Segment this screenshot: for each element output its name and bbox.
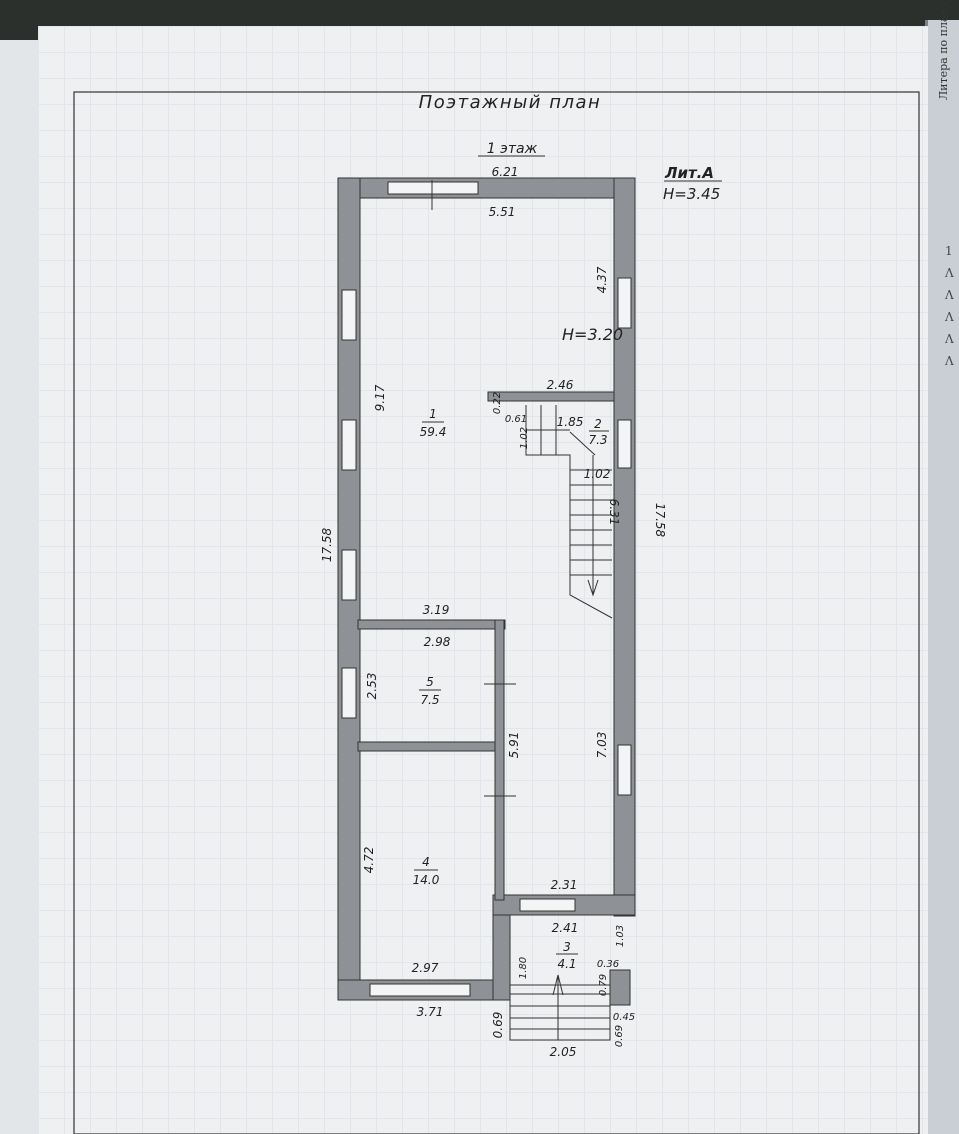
dimensions: 6.21 5.51 4.37 9.17 17.58 17.58 2.46 0.2… — [320, 165, 667, 1059]
dim-label: 0.79 — [598, 974, 609, 996]
room-area: 14.0 — [413, 873, 440, 887]
litera-height: H=3.45 — [663, 185, 720, 203]
dim-label: 2.53 — [365, 673, 379, 700]
dim-label: 17.58 — [320, 527, 334, 562]
room-number: 3 — [563, 940, 571, 954]
doors — [431, 180, 516, 797]
walls — [337, 177, 636, 1006]
room-height: H=3.20 — [562, 325, 623, 344]
room-area: 4.1 — [557, 957, 576, 971]
dim-label: 1.02 — [519, 427, 530, 449]
dim-label: 2.98 — [424, 635, 451, 649]
room-labels: H=3.20 1 59.4 2 7.3 3 4.1 4 14.0 5 7.5 — [413, 325, 623, 971]
dim-label: 7.03 — [595, 732, 609, 759]
dim-label: 2.97 — [412, 961, 439, 975]
dim-label: 1.03 — [615, 925, 626, 947]
plan-sheet — [38, 26, 928, 1134]
dim-label: 0.45 — [613, 1012, 635, 1023]
staircase-interior — [525, 405, 613, 619]
dim-label: 5.91 — [507, 732, 521, 759]
dim-label: 3.71 — [417, 1005, 444, 1019]
side-mark: Λ — [945, 288, 954, 302]
room-area: 7.3 — [588, 433, 607, 447]
dim-label: 2.31 — [551, 878, 578, 892]
staircase-entrance — [509, 974, 611, 1041]
room-number: 2 — [594, 417, 602, 431]
side-mark: Λ — [945, 266, 954, 280]
room-number: 5 — [426, 675, 434, 689]
dim-label: 2.46 — [547, 378, 574, 392]
dim-label: 4.72 — [362, 847, 376, 874]
dim-label: 6.21 — [492, 165, 519, 179]
dim-label: 1.85 — [557, 415, 584, 429]
dim-label: 0.22 — [492, 392, 503, 414]
side-mark: Λ — [945, 310, 954, 324]
side-mark: Λ — [945, 332, 954, 346]
dim-label: 9.17 — [373, 384, 387, 411]
dim-label: 1.02 — [584, 467, 611, 481]
dim-label: 2.41 — [552, 921, 579, 935]
room-area: 59.4 — [420, 425, 447, 439]
dim-label: 0.69 — [614, 1025, 625, 1047]
floor-label: 1 этаж — [487, 141, 538, 157]
dim-label: 0.61 — [505, 414, 527, 425]
dim-label: 0.36 — [597, 959, 619, 970]
dim-label: 1.80 — [518, 957, 529, 979]
dim-label: 4.37 — [595, 266, 609, 293]
dim-label: 3.19 — [423, 603, 450, 617]
dim-label: 6.31 — [607, 499, 621, 526]
room-area: 7.5 — [420, 693, 439, 707]
litera-name: Лит.А — [664, 164, 714, 182]
dim-label: 17.58 — [653, 503, 667, 538]
dim-label: 0.69 — [491, 1012, 505, 1039]
dim-label: 2.05 — [550, 1045, 577, 1059]
sheet-frame — [73, 91, 920, 1134]
dim-label: 5.51 — [489, 205, 516, 219]
windows — [341, 181, 632, 997]
side-panel-marks: 1 Λ Λ Λ Λ Λ — [945, 240, 954, 372]
room-number: 4 — [422, 855, 430, 869]
side-mark: 1 — [945, 244, 953, 258]
side-mark: Λ — [945, 354, 954, 368]
room-number: 1 — [429, 407, 437, 421]
plan-title: Поэтажный план — [419, 92, 602, 113]
